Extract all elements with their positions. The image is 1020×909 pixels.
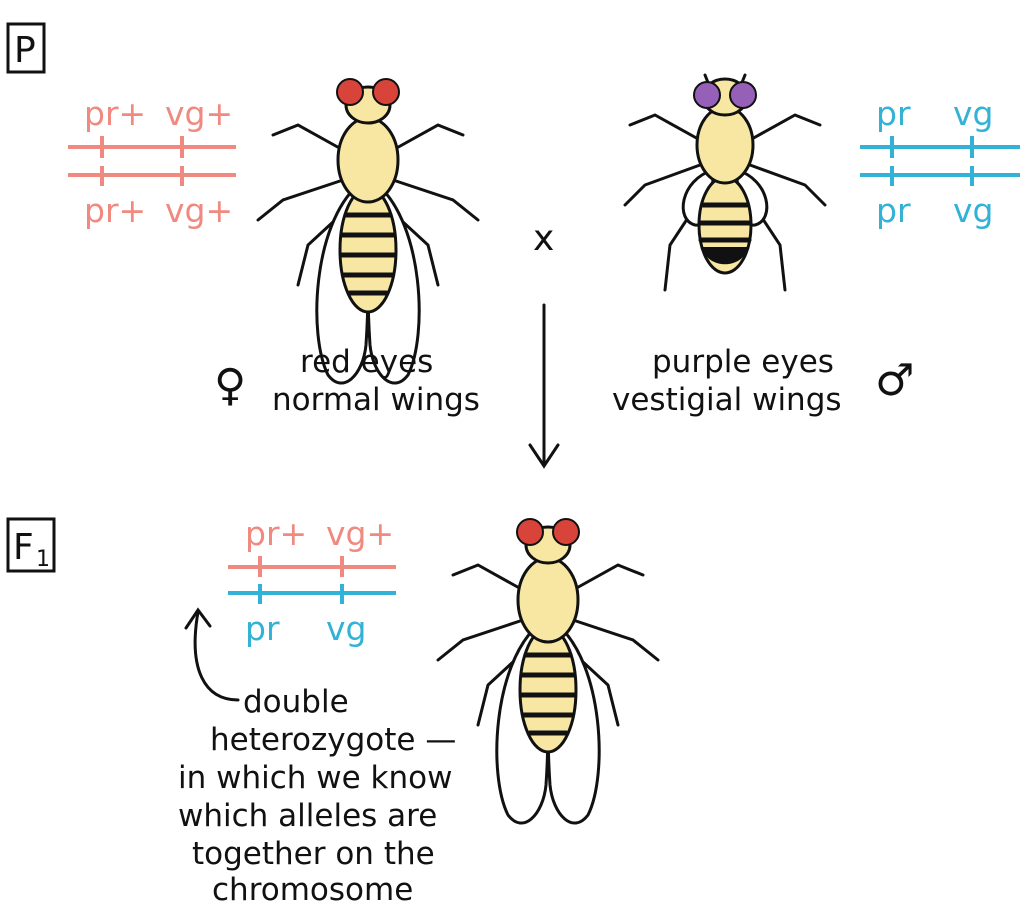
male-bottom-allele-vg: vg	[953, 191, 993, 230]
f1-top-allele-vg: vg+	[326, 514, 394, 553]
label-f1: F	[13, 527, 34, 568]
label-f1-box: F 1	[8, 519, 54, 572]
f1-note-line1: double	[243, 684, 349, 720]
female-top-allele-vg: vg+	[165, 94, 233, 133]
f1-note-line5: together on the	[192, 836, 435, 872]
male-eye-left	[694, 82, 720, 108]
male-eye-right	[730, 82, 756, 108]
f1-bottom-allele-vg: vg	[326, 609, 366, 648]
f1-eye-right	[553, 519, 579, 545]
f1-note-line4: which alleles are	[178, 798, 437, 834]
arrow-down-icon	[530, 305, 558, 466]
male-top-allele-pr: pr	[876, 94, 911, 133]
f1-eye-left	[517, 519, 543, 545]
female-chromosomes: pr+ vg+ pr+ vg+	[68, 94, 236, 230]
male-top-allele-vg: vg	[953, 94, 993, 133]
f1-note: double heterozygote — in which we know w…	[178, 684, 456, 908]
f1-bottom-allele-pr: pr	[245, 609, 280, 648]
female-bottom-allele-vg: vg+	[165, 191, 233, 230]
female-top-allele-pr: pr+	[84, 94, 146, 133]
f1-note-line6: chromosome	[212, 872, 413, 908]
f1-note-line3: in which we know	[178, 760, 452, 796]
male-bottom-allele-pr: pr	[876, 191, 911, 230]
label-p-box: P	[8, 24, 44, 72]
female-bottom-allele-pr: pr+	[84, 191, 146, 230]
cross-symbol: x	[533, 218, 554, 259]
f1-chromosomes: pr+ vg+ pr vg	[228, 514, 396, 648]
f1-fly	[438, 519, 658, 823]
label-p: P	[14, 30, 36, 71]
male-fly	[625, 75, 825, 290]
female-eye-left	[337, 79, 363, 105]
label-f1-subscript: 1	[36, 547, 50, 572]
female-eye-right	[373, 79, 399, 105]
male-phenotype-line1: purple eyes	[652, 344, 834, 380]
f1-note-line2: heterozygote —	[210, 722, 456, 758]
female-phenotype-line2: normal wings	[272, 382, 480, 418]
male-phenotype-line2: vestigial wings	[612, 382, 842, 418]
male-chromosomes: pr vg pr vg	[860, 94, 1020, 230]
female-symbol: ♀	[214, 360, 246, 411]
female-phenotype-line1: red eyes	[300, 344, 433, 380]
curved-arrow-icon	[186, 610, 238, 700]
female-fly	[258, 79, 478, 383]
male-symbol: ♂	[875, 355, 914, 406]
f1-top-allele-pr: pr+	[245, 514, 307, 553]
